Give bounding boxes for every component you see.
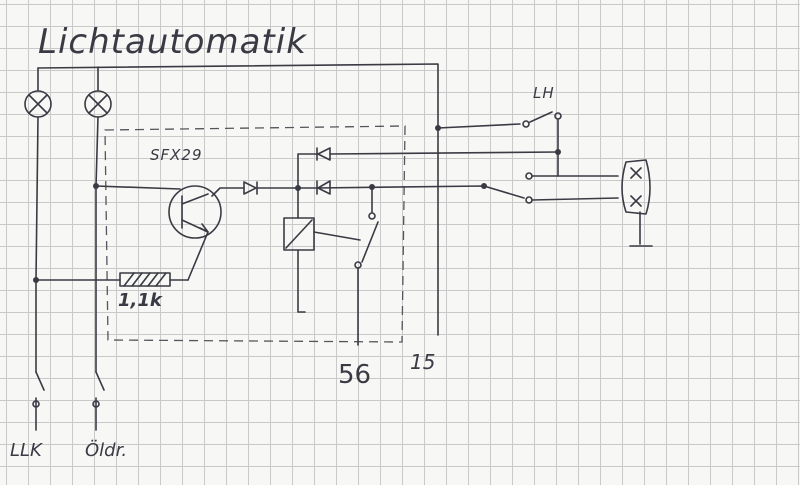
top-wire: [37, 63, 439, 336]
switch-icon: [92, 371, 105, 431]
lh-output-wire: [531, 175, 619, 201]
relay-coil-icon: [283, 217, 315, 251]
relay-contact-icon: [354, 212, 376, 269]
left-wire: [35, 116, 39, 373]
right-lamp-wire: [95, 116, 99, 373]
main-wire: [257, 185, 525, 199]
lamp-icon: [84, 90, 112, 118]
collector-wire: [211, 187, 245, 197]
switch-icon: [522, 111, 562, 204]
lh-feed-wire: [437, 123, 521, 129]
switch-lh-label: LH: [533, 84, 555, 102]
terminal-56-label: 56: [338, 360, 372, 390]
module-boundary: [104, 125, 406, 343]
transistor-icon: [168, 185, 222, 281]
headlight-icon: [621, 159, 651, 215]
relay-link: [313, 231, 361, 241]
switch-oldr-label: Öldr.: [85, 440, 128, 461]
diode-icon: [316, 180, 331, 195]
resistor-label: 1,1k: [118, 290, 162, 311]
switch-icon: [32, 371, 45, 431]
upper-branch-wire: [297, 151, 559, 189]
ground-icon: [629, 211, 653, 247]
lamp-icon: [24, 90, 52, 118]
relay-coil-wire: [297, 187, 306, 313]
relay-contact-wire: [357, 186, 379, 346]
page-title: Lichtautomatik: [38, 22, 307, 62]
resistor-icon: [119, 272, 171, 287]
transistor-label: SFX29: [150, 146, 203, 164]
diode-icon: [316, 147, 331, 161]
diode-icon: [243, 181, 258, 195]
switch-llk-label: LLK: [10, 440, 42, 461]
terminal-15-label: 15: [410, 350, 436, 374]
base-wire: [95, 185, 181, 190]
